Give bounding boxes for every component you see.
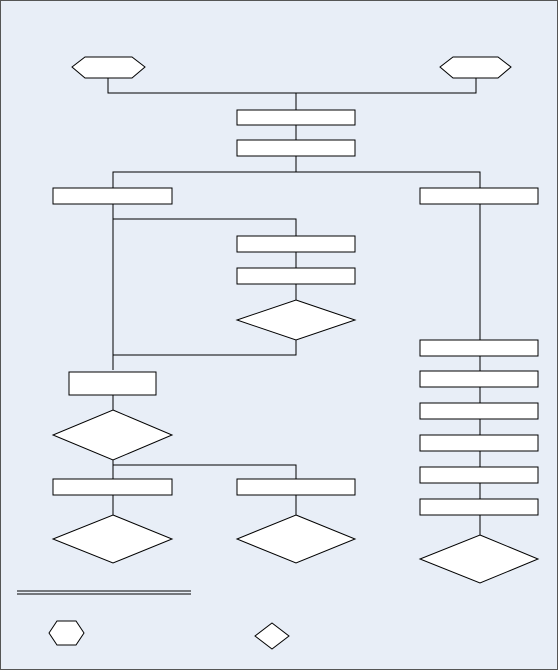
right-proc-6-box: [419, 498, 539, 516]
bottom-left-proc-box: [52, 478, 173, 496]
legend-diamond-icon: [254, 622, 290, 650]
right-branch-box: [419, 187, 539, 205]
mid-proc-2-box: [236, 267, 356, 285]
edge-top-split: [112, 171, 481, 188]
nodes: [51, 56, 540, 584]
mid-proc-1-box: [236, 235, 356, 253]
bottom-mid-proc-box: [236, 478, 356, 496]
proc-top-2-box: [236, 139, 356, 157]
right-proc-4-box: [419, 434, 539, 452]
start-right-hexagon: [439, 56, 512, 79]
legend-hexagon-icon: [48, 620, 85, 646]
left-decision-diamond: [51, 409, 174, 461]
proc-top-1-box: [236, 109, 356, 126]
left-branch-box: [52, 187, 173, 205]
connectors: [107, 78, 481, 535]
edge-left-to-mid-branch: [113, 218, 297, 236]
edge-starts-merge: [107, 78, 477, 94]
legend: [17, 590, 290, 650]
right-proc-3-box: [419, 402, 539, 420]
left-proc-small-box: [68, 371, 157, 396]
right-proc-2-box: [419, 370, 539, 388]
edge-mid-decision-return: [113, 340, 297, 356]
start-left-hexagon: [71, 56, 146, 79]
right-proc-1-box: [419, 339, 539, 357]
bottom-left-decision-diamond: [51, 514, 174, 564]
right-proc-5-box: [419, 466, 539, 484]
bottom-mid-decision-diamond: [235, 514, 357, 564]
edge-left-decision-to-bottom-mid: [113, 464, 297, 479]
mid-decision-diamond: [235, 299, 357, 341]
right-decision-diamond: [418, 534, 540, 584]
